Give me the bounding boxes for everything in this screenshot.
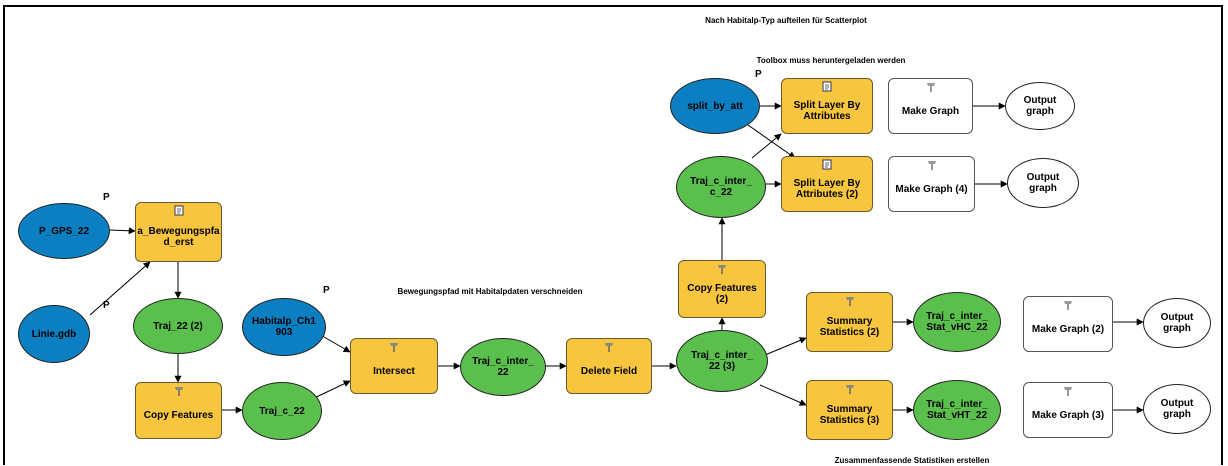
tool-summary-statistics-3[interactable]: Summary Statistics (3) xyxy=(806,380,893,440)
hammer-icon xyxy=(390,343,398,352)
tool-label: Split Layer By Attributes (2) xyxy=(793,178,861,200)
data-node-label: Output graph xyxy=(1023,95,1057,117)
script-tool-icon xyxy=(822,81,832,92)
data-node-label: Output graph xyxy=(1160,398,1194,420)
edge-splitbyatt-to-split2 xyxy=(747,124,796,159)
tool-label: Make Graph (4) xyxy=(895,183,968,195)
tool-make-graph-2[interactable]: Make Graph (2) xyxy=(1023,296,1113,352)
data-node-traj-c-22[interactable]: Traj_c_22 xyxy=(242,382,322,440)
tool-label: Make Graph (3) xyxy=(1031,409,1105,421)
tool-label: Copy Features xyxy=(143,410,214,421)
data-node-label: Traj_c_inter_ 22 (3) xyxy=(691,350,753,372)
data-node-label: Habitalp_Ch1 903 xyxy=(252,316,316,338)
script-tool-icon xyxy=(822,159,832,170)
data-node-label: Output graph xyxy=(1026,172,1060,194)
note-top-title: Nach Habitalp-Typ aufteilen für Scatterp… xyxy=(705,16,867,25)
hammer-icon xyxy=(927,161,936,170)
param-marker-habitalp: P xyxy=(323,285,330,296)
data-node-label: Linie.gdb xyxy=(31,328,77,340)
edge-trajcinterc-to-split xyxy=(751,133,782,159)
note-bottom: Zusammenfassende Statistiken erstellen xyxy=(834,456,990,465)
data-node-label: Traj_c_22 xyxy=(259,405,305,417)
hammer-icon xyxy=(1064,387,1072,396)
tool-label: Split Layer By Attributes xyxy=(793,100,861,122)
data-node-output-graph-2[interactable]: Output graph xyxy=(1007,158,1079,208)
tool-copy-features[interactable]: Copy Features xyxy=(135,382,222,439)
note-toolbox: Toolbox muss heruntergeladen werden xyxy=(756,56,906,65)
edge-trajcinter3-to-summary3 xyxy=(759,384,807,406)
script-tool-icon xyxy=(174,205,183,216)
data-node-traj-c-inter-22[interactable]: Traj_c_inter_ 22 xyxy=(460,338,546,396)
data-node-output-graph-4[interactable]: Output graph xyxy=(1143,384,1211,434)
tool-label: Summary Statistics (3) xyxy=(819,404,880,426)
hammer-icon xyxy=(845,297,854,306)
tool-make-graph-3[interactable]: Make Graph (3) xyxy=(1023,382,1113,438)
tool-a-bewegungspfad[interactable]: a_Bewegungspfa d_erst xyxy=(135,202,222,262)
param-marker-linie: P xyxy=(103,300,110,311)
data-node-label: Traj_c_inter_ c_22 xyxy=(690,176,752,198)
tool-label: a_Bewegungspfa d_erst xyxy=(137,226,220,248)
hammer-icon xyxy=(926,83,935,92)
param-marker-splitbyatt: P xyxy=(755,69,762,80)
hammer-icon xyxy=(718,265,726,274)
data-node-traj-stat-vht-22[interactable]: Traj_c_inter_ Stat_vHT_22 xyxy=(913,380,1001,440)
tool-delete-field[interactable]: Delete Field xyxy=(566,338,652,394)
tool-label: Intersect xyxy=(373,365,415,377)
hammer-icon xyxy=(845,385,854,394)
tool-label: Make Graph (2) xyxy=(1031,323,1105,335)
data-node-label: Traj_22 (2) xyxy=(153,320,203,332)
data-node-label: Traj_c_inter_ 22 xyxy=(472,356,534,378)
hammer-icon xyxy=(605,343,613,352)
data-node-label: P_GPS_22 xyxy=(38,225,90,237)
data-node-label: Traj_c_inter_ Stat_vHT_22 xyxy=(926,399,988,421)
tool-split-layer-by-attributes[interactable]: Split Layer By Attributes xyxy=(781,78,873,134)
tool-split-layer-by-attributes-2[interactable]: Split Layer By Attributes (2) xyxy=(781,156,873,212)
tool-make-graph[interactable]: Make Graph xyxy=(888,78,973,134)
data-node-linie-gdb[interactable]: Linie.gdb xyxy=(18,305,90,363)
tool-intersect[interactable]: Intersect xyxy=(350,338,438,394)
edge-pgps-to-abew xyxy=(109,227,136,235)
data-node-output-graph-1[interactable]: Output graph xyxy=(1005,82,1075,130)
tool-summary-statistics-2[interactable]: Summary Statistics (2) xyxy=(806,292,893,352)
tool-make-graph-4[interactable]: Make Graph (4) xyxy=(888,156,975,212)
hammer-icon xyxy=(174,387,183,396)
edge-trajcinter3-to-summary2 xyxy=(764,337,807,356)
tool-label: Summary Statistics (2) xyxy=(819,316,880,338)
data-node-traj-stat-vhc-22[interactable]: Traj_c_inter_ Stat_vHC_22 xyxy=(913,292,1001,352)
tool-label: Delete Field xyxy=(580,365,638,377)
data-node-traj-22-2[interactable]: Traj_22 (2) xyxy=(133,298,223,354)
tool-label: Make Graph xyxy=(901,105,960,117)
data-node-split-by-att[interactable]: split_by_att xyxy=(670,78,760,134)
data-node-output-graph-3[interactable]: Output graph xyxy=(1143,298,1211,348)
data-node-traj-c-inter-c-22[interactable]: Traj_c_inter_ c_22 xyxy=(676,156,766,218)
edge-linie-to-abew xyxy=(89,261,151,316)
hammer-icon xyxy=(1064,301,1072,310)
data-node-label: Traj_c_inter_ Stat_vHC_22 xyxy=(926,311,988,333)
param-marker-pgps: P xyxy=(103,192,110,203)
note-middle: Bewegungspfad mit Habitalpdaten verschne… xyxy=(397,287,583,296)
data-node-label: split_by_att xyxy=(687,100,743,112)
data-node-p-gps-22[interactable]: P_GPS_22 xyxy=(18,203,110,259)
data-node-habitalp[interactable]: Habitalp_Ch1 903 xyxy=(242,298,326,356)
tool-copy-features-2[interactable]: Copy Features (2) xyxy=(678,260,766,318)
tool-label: Copy Features (2) xyxy=(687,283,757,305)
data-node-traj-c-inter-22-3[interactable]: Traj_c_inter_ 22 (3) xyxy=(676,330,768,392)
data-node-label: Output graph xyxy=(1160,312,1194,334)
